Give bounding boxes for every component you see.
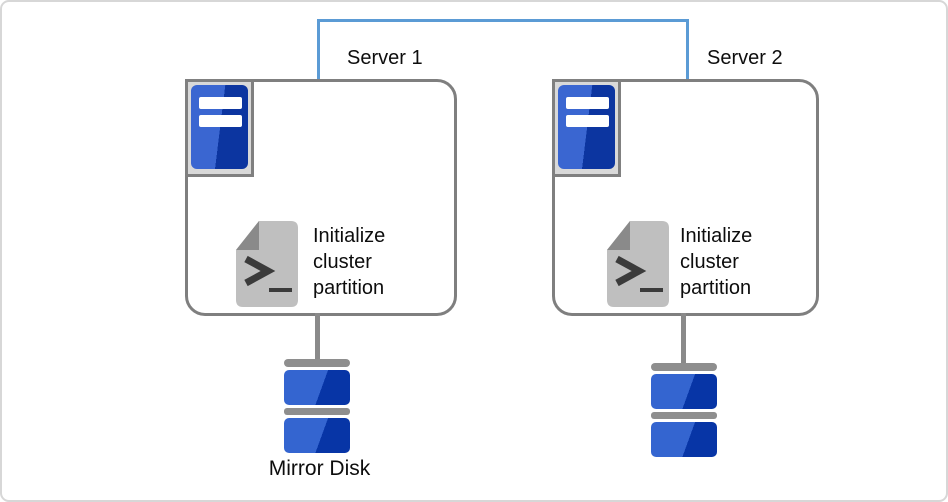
disk-cap-bar [284, 408, 350, 415]
tower-slot-bar [199, 115, 242, 127]
script-page [607, 221, 669, 307]
heartbeat-link-left-segment [317, 19, 320, 79]
server-tower-icon [552, 79, 621, 177]
tower-slot-bar [566, 115, 609, 127]
mirror-disk-icon [651, 363, 717, 457]
script-fold-corner [236, 221, 259, 250]
server-tower-body [191, 85, 248, 169]
server-tower-body [558, 85, 615, 169]
server1-disk-connector [315, 313, 320, 359]
script-icon [236, 221, 298, 307]
server1-box: Initialize cluster partition [185, 79, 457, 316]
script-page [236, 221, 298, 307]
disk-cap-bar [651, 412, 717, 419]
prompt-chevron [244, 255, 276, 287]
server2-box: Initialize cluster partition [552, 79, 819, 316]
disk-platter [651, 374, 717, 409]
server-tower-icon [185, 79, 254, 177]
server1-action-text: Initialize cluster partition [313, 225, 386, 299]
disk-platter [284, 370, 350, 405]
disk-platter [284, 418, 350, 453]
mirror-disk-label: Mirror Disk [268, 457, 371, 480]
disk-cap-bar [651, 363, 717, 371]
server2-disk-connector [681, 313, 686, 363]
prompt-chevron [615, 255, 647, 287]
mirror-disk-icon [284, 359, 350, 453]
disk-platter [651, 422, 717, 457]
script-fold-corner [607, 221, 630, 250]
tower-slot-bar [566, 97, 609, 109]
tower-slot-bar [199, 97, 242, 109]
server1-label: Server 1 [347, 47, 423, 69]
server2-action-text: Initialize cluster partition [680, 225, 753, 299]
script-icon [607, 221, 669, 307]
server2-label: Server 2 [707, 47, 783, 69]
disk-cap-bar [284, 359, 350, 367]
heartbeat-link-horizontal-segment [317, 19, 689, 22]
heartbeat-link-right-segment [686, 19, 689, 79]
